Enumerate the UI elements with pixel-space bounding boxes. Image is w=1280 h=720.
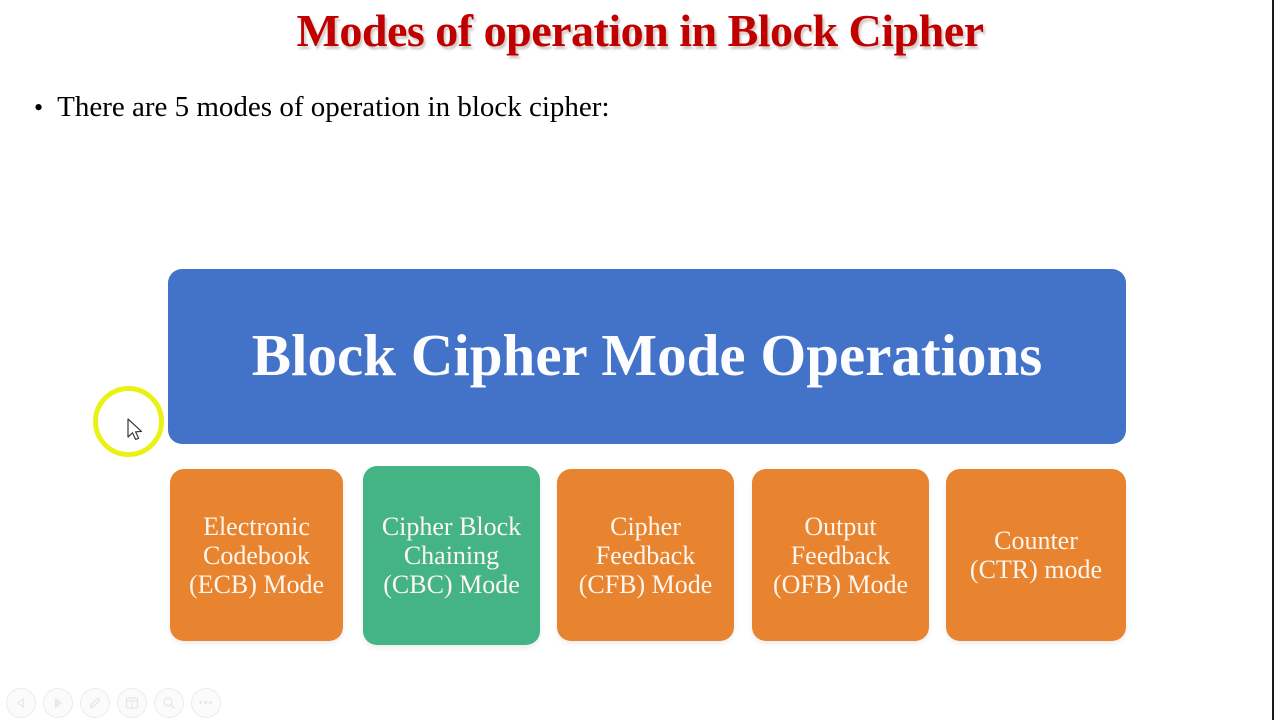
mode-label-cfb: Cipher Feedback (CFB) Mode <box>578 511 713 599</box>
magnifier-icon[interactable] <box>154 688 184 718</box>
diagram-banner-label: Block Cipher Mode Operations <box>251 321 1043 388</box>
mode-box-ecb[interactable]: Electronic Codebook (ECB) Mode <box>170 469 343 641</box>
click-highlight-ring <box>93 386 164 457</box>
slideshow-toolbar[interactable]: ••• <box>6 688 221 718</box>
mode-box-ofb[interactable]: Output Feedback (OFB) Mode <box>752 469 929 641</box>
previous-slide-icon[interactable] <box>6 688 36 718</box>
mode-label-ofb: Output Feedback (OFB) Mode <box>772 511 909 599</box>
mode-label-ecb: Electronic Codebook (ECB) Mode <box>188 511 325 599</box>
mouse-cursor-icon <box>127 418 143 441</box>
mode-label-cbc: Cipher Block Chaining (CBC) Mode <box>381 512 522 599</box>
bullet-marker-icon: • <box>34 93 44 122</box>
slides-grid-icon[interactable] <box>117 688 147 718</box>
bullet-item: • There are 5 modes of operation in bloc… <box>34 88 610 126</box>
next-slide-icon[interactable] <box>43 688 73 718</box>
more-options-label: ••• <box>198 696 214 709</box>
mode-box-cfb[interactable]: Cipher Feedback (CFB) Mode <box>557 469 734 641</box>
mode-box-ctr[interactable]: Counter (CTR) mode <box>946 469 1126 641</box>
mode-label-ctr: Counter (CTR) mode <box>969 526 1103 584</box>
window-frame-right-fill <box>1274 0 1280 720</box>
mode-box-cbc[interactable]: Cipher Block Chaining (CBC) Mode <box>363 466 540 645</box>
pen-icon[interactable] <box>80 688 110 718</box>
more-options-icon[interactable]: ••• <box>191 688 221 718</box>
diagram-banner: Block Cipher Mode Operations <box>168 269 1126 444</box>
window-frame-right-border <box>1272 0 1274 720</box>
page-title: Modes of operation in Block Cipher <box>296 5 984 56</box>
bullet-text: There are 5 modes of operation in block … <box>57 91 610 123</box>
